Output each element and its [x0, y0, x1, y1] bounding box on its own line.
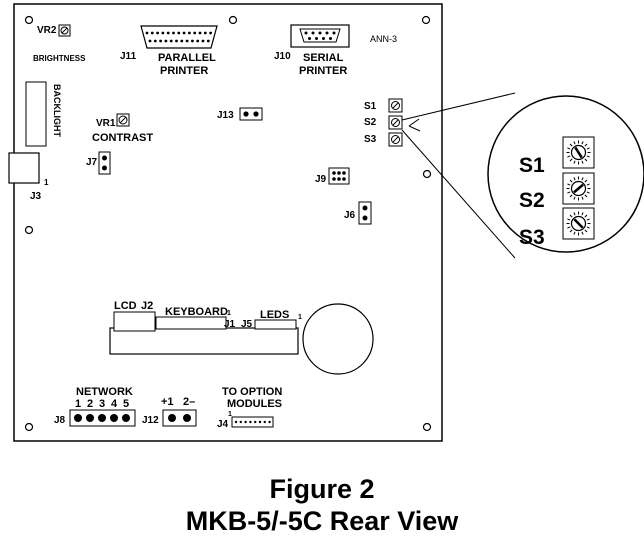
- j6-jumper[interactable]: [358, 201, 372, 225]
- j8-label: J8: [54, 415, 66, 426]
- j6-label: J6: [344, 210, 356, 221]
- mounting-hole: [24, 15, 34, 25]
- j10-serial-printer-connector[interactable]: [290, 24, 350, 48]
- j7-label: J7: [86, 157, 98, 168]
- zoom-rotary-switch: [562, 136, 595, 169]
- callout-arrow-icon: [408, 118, 421, 132]
- mounting-hole: [228, 15, 238, 25]
- mounting-holes: [24, 15, 432, 432]
- vr1-knob-icon: [118, 115, 128, 125]
- parallel-printer-label-line1: PARALLEL: [158, 52, 216, 64]
- zoom-s2-label: S2: [519, 189, 545, 212]
- network-pin-number: 1: [75, 398, 81, 410]
- circuit-board-outline: [13, 3, 443, 442]
- j12-label: J12: [142, 415, 159, 426]
- figure-subtitle: MKB-5/-5C Rear View: [185, 506, 459, 536]
- brightness-label: BRIGHTNESS: [33, 54, 86, 63]
- contrast-label: CONTRAST: [92, 132, 153, 144]
- vr2-knob-icon: [60, 26, 69, 35]
- j1-keyboard-connector[interactable]: [155, 316, 227, 330]
- mounting-hole: [421, 15, 431, 25]
- backlight-connector[interactable]: [25, 81, 47, 147]
- j11-pins: [145, 31, 213, 43]
- s1-label: S1: [364, 101, 377, 112]
- mounting-hole: [422, 169, 432, 179]
- option-modules-label-line2: MODULES: [227, 398, 282, 410]
- zoom-s1-label: S1: [519, 154, 545, 177]
- j10-label: J10: [274, 51, 291, 62]
- zoom-rotary-switch: [562, 172, 595, 205]
- j13-label: J13: [217, 110, 234, 121]
- j13-jumper[interactable]: [239, 107, 263, 121]
- j1-label: J1: [224, 319, 236, 330]
- network-pin-number: 5: [123, 398, 129, 410]
- j3-connector[interactable]: [8, 152, 40, 184]
- j10-pins: [304, 31, 336, 40]
- j12-minus-label: 2–: [183, 396, 195, 408]
- j4-pins: [234, 420, 271, 424]
- leds-label: LEDS: [260, 309, 289, 321]
- j5-leds-connector[interactable]: [254, 319, 297, 330]
- serial-printer-label-line1: SERIAL: [303, 52, 344, 64]
- j2-label: J2: [141, 300, 153, 312]
- backlight-label: BACKLIGHT: [52, 84, 62, 137]
- j12-plus-label: +1: [161, 396, 174, 408]
- rotary-switches-board: [388, 98, 403, 147]
- callout-line-bottom: [401, 129, 516, 259]
- network-pin-number: 2: [87, 398, 93, 410]
- j11-parallel-printer-connector[interactable]: [140, 25, 218, 49]
- j9-label: J9: [315, 174, 327, 185]
- magnified-rotary-switches: [562, 136, 595, 240]
- j9-header[interactable]: [328, 167, 350, 185]
- serial-printer-label-line2: PRINTER: [299, 65, 347, 77]
- j4-option-connector[interactable]: [231, 416, 274, 428]
- lcd-panel-outline: [109, 327, 299, 355]
- callout-line-top: [401, 92, 516, 121]
- vr1-label: VR1: [96, 118, 116, 129]
- network-pin-number: 3: [99, 398, 105, 410]
- rear-view-diagram: VR2 BRIGHTNESS J11 PARALLEL PRINTER J10 …: [8, 3, 644, 442]
- network-label: NETWORK: [76, 386, 133, 398]
- j4-pin-1-label: 1: [228, 411, 232, 418]
- j12-power-terminal[interactable]: [162, 409, 197, 427]
- mounting-hole: [24, 225, 34, 235]
- j3-pin-1-label: 1: [44, 178, 49, 187]
- j3-label: J3: [30, 191, 42, 202]
- keyboard-label: KEYBOARD: [165, 306, 228, 318]
- j7-jumper[interactable]: [98, 151, 111, 175]
- j4-label: J4: [217, 419, 229, 430]
- zoom-rotary-switch: [562, 207, 595, 240]
- mounting-hole: [422, 422, 432, 432]
- parallel-printer-label-line2: PRINTER: [160, 65, 208, 77]
- j1-pin-1-label: 1: [227, 310, 231, 317]
- j5-label: J5: [241, 319, 253, 330]
- mounting-hole: [24, 422, 34, 432]
- leds-pin-1-label: 1: [298, 314, 302, 321]
- network-pin-number: 4: [111, 398, 118, 410]
- ann-3-label: ANN-3: [370, 34, 397, 44]
- lcd-label: LCD: [114, 300, 137, 312]
- buzzer-circle: [302, 303, 374, 375]
- j11-label: J11: [120, 51, 137, 62]
- s3-label: S3: [364, 134, 377, 145]
- s2-label: S2: [364, 117, 377, 128]
- figure-title: Figure 2: [269, 474, 375, 504]
- option-modules-label-line1: TO OPTION: [222, 386, 282, 398]
- vr2-label: VR2: [37, 25, 57, 36]
- zoom-s3-label: S3: [519, 226, 545, 249]
- j2-lcd-connector[interactable]: [113, 311, 156, 332]
- j8-terminal-pins: [74, 414, 130, 422]
